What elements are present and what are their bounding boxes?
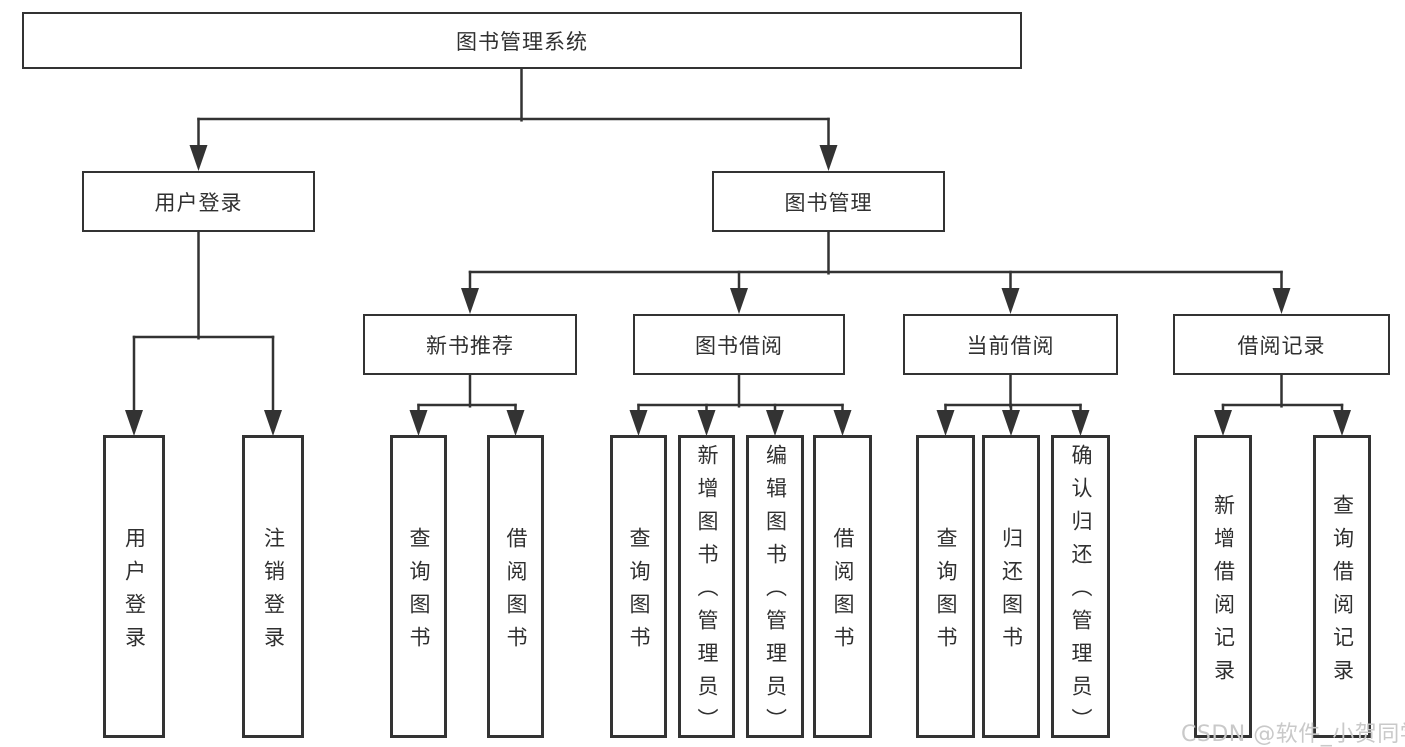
arrowhead-down-icon	[1071, 410, 1090, 436]
node-label: 注销登录	[261, 526, 286, 659]
arrowhead-down-icon	[936, 410, 955, 436]
leaf-borrowing-edit-books-admin: 编辑图书（管理员）	[746, 435, 804, 741]
leaf-recommend-query-books: 查询图书	[390, 435, 447, 738]
node-user-login: 用户登录	[82, 171, 315, 232]
leaf-borrowing-add-books-admin: 新增图书（管理员）	[678, 435, 735, 741]
node-label: 借阅图书	[831, 526, 855, 659]
arrowhead-down-icon	[819, 145, 838, 171]
leaf-recommend-borrow-books: 借阅图书	[487, 435, 544, 738]
node-book-borrowing: 图书借阅	[633, 314, 845, 375]
node-borrowing-records: 借阅记录	[1173, 314, 1390, 375]
arrowhead-down-icon	[1001, 288, 1020, 314]
node-label: 图书借阅	[695, 333, 783, 358]
leaf-current-query-books: 查询图书	[916, 435, 975, 738]
node-label: 用户登录	[122, 526, 147, 659]
node-label: 借阅记录	[1237, 333, 1326, 358]
node-label: 查询借阅记录	[1330, 493, 1355, 692]
leaf-borrowing-borrow-books: 借阅图书	[813, 435, 872, 738]
node-label: 确认归还（管理员）	[1069, 444, 1093, 741]
arrowhead-down-icon	[629, 410, 648, 436]
arrowhead-down-icon	[697, 410, 716, 436]
arrowhead-down-icon	[189, 145, 208, 171]
node-label: 用户登录	[154, 190, 243, 215]
leaf-current-return-books: 归还图书	[982, 435, 1040, 738]
node-label: 新增借阅记录	[1211, 493, 1236, 692]
csdn-watermark: CSDN @软件_小贺同学	[1181, 722, 1405, 747]
leaf-records-query-borrow-record: 查询借阅记录	[1313, 435, 1371, 738]
node-label: 新书推荐	[426, 333, 514, 358]
leaf-current-confirm-return-admin: 确认归还（管理员）	[1051, 435, 1110, 741]
arrowhead-down-icon	[1002, 410, 1020, 436]
node-new-book-recommendation: 新书推荐	[363, 314, 577, 375]
leaf-records-add-borrow-record: 新增借阅记录	[1194, 435, 1252, 738]
arrowhead-down-icon	[1214, 410, 1232, 436]
node-label: 借阅图书	[504, 526, 528, 659]
arrowhead-down-icon	[409, 410, 428, 436]
node-label: 归还图书	[999, 526, 1024, 659]
node-label: 查询图书	[627, 526, 651, 659]
arrowhead-down-icon	[766, 410, 784, 436]
arrowhead-down-icon	[461, 288, 479, 314]
arrowhead-down-icon	[730, 288, 748, 314]
node-library-management-system: 图书管理系统	[22, 12, 1022, 69]
node-label: 编辑图书（管理员）	[763, 444, 788, 741]
node-label: 图书管理	[784, 190, 873, 215]
node-label: 查询图书	[407, 526, 431, 659]
arrowhead-down-icon	[833, 410, 852, 436]
leaf-user-login: 用户登录	[103, 435, 165, 738]
arrowhead-down-icon	[264, 410, 282, 436]
arrowhead-down-icon	[125, 410, 143, 436]
node-current-borrowing: 当前借阅	[903, 314, 1118, 375]
node-book-management: 图书管理	[712, 171, 945, 232]
node-label: 新增图书（管理员）	[695, 444, 719, 741]
leaf-logout: 注销登录	[242, 435, 304, 738]
node-label: 图书管理系统	[456, 29, 588, 54]
arrowhead-down-icon	[1333, 410, 1351, 436]
node-label: 查询图书	[934, 526, 958, 659]
arrowhead-down-icon	[1272, 288, 1291, 314]
arrowhead-down-icon	[506, 410, 525, 436]
node-label: 当前借阅	[966, 333, 1055, 358]
leaf-borrowing-query-books: 查询图书	[610, 435, 667, 738]
